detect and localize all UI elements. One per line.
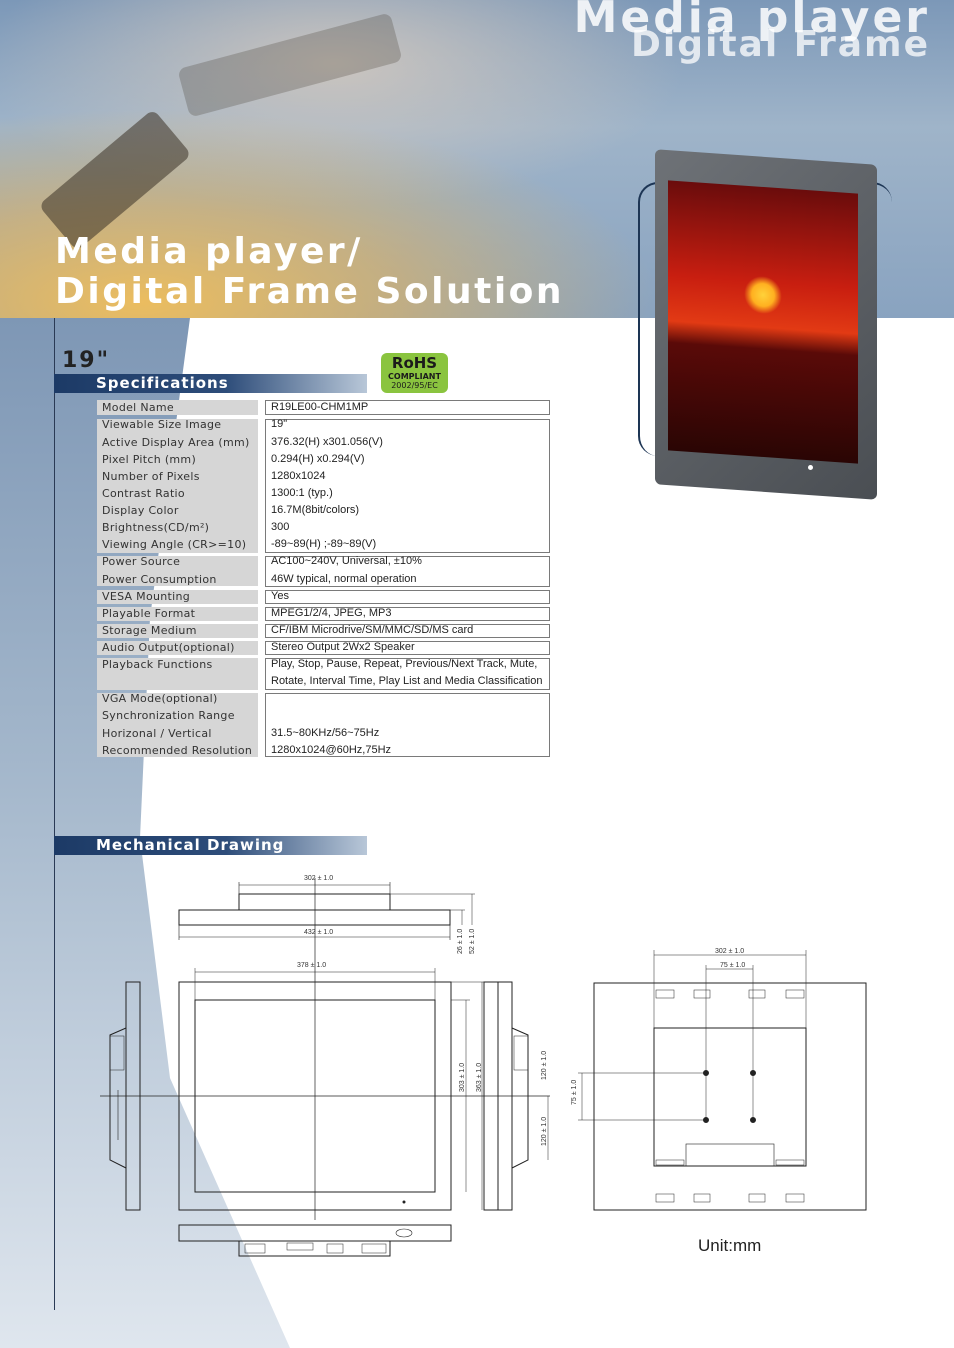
rohs-title: RoHS	[391, 354, 438, 372]
front-view: 378 ± 1.0 303 ± 1.0 363 ± 1.0	[100, 962, 550, 1211]
spec-label: Storage Medium	[102, 624, 197, 637]
rohs-code: 2002/95/EC	[391, 381, 438, 390]
mechanical-drawing: 302 ± 1.0 432 ± 1.0 26 ± 1.0 52 ± 1.0 37…	[0, 860, 954, 1280]
spec-label: Playback Functions	[102, 658, 213, 671]
spec-label: Power Consumption	[102, 573, 217, 586]
spec-value: Play, Stop, Pause, Repeat, Previous/Next…	[271, 658, 538, 670]
spec-label: VGA Mode(optional)	[102, 692, 218, 705]
header-subtitle: Digital Frame	[631, 24, 930, 65]
label-box	[97, 607, 258, 621]
bottom-view	[178, 1224, 452, 1257]
dim-front-height-b: 363 ± 1.0	[476, 1063, 483, 1092]
dim-back-vesa: 75 ± 1.0	[720, 962, 745, 969]
dim-front-width: 378 ± 1.0	[297, 962, 326, 969]
back-view: 302 ± 1.0 75 ± 1.0 75 ± 1.0	[571, 948, 867, 1211]
spec-value: 1300:1 (typ.)	[271, 487, 333, 499]
header-title: Media player	[573, 0, 930, 43]
value-box	[265, 641, 550, 655]
spec-label: Viewable Size Image	[102, 418, 222, 431]
drawing-svg: 302 ± 1.0 432 ± 1.0 26 ± 1.0 52 ± 1.0 37…	[100, 875, 867, 1257]
dim-top-overall: 432 ± 1.0	[304, 929, 333, 936]
mechanical-heading-bar: Mechanical Drawing	[54, 836, 367, 855]
label-box	[97, 641, 258, 655]
rohs-badge: RoHS COMPLIANT 2002/95/EC	[381, 353, 448, 393]
spec-label: Synchronization Range	[102, 709, 235, 722]
film-strip-graphic	[177, 12, 403, 118]
spec-value: 1280x1024@60Hz,75Hz	[271, 744, 392, 756]
spec-label: Number of Pixels	[102, 470, 200, 483]
dim-side-b: 120 ± 1.0	[541, 1117, 548, 1146]
value-box	[265, 419, 550, 553]
spec-value: 1280x1024	[271, 470, 326, 482]
product-size: 19"	[62, 348, 111, 373]
spec-label: Contrast Ratio	[102, 487, 185, 500]
dim-front-height-a: 303 ± 1.0	[459, 1063, 466, 1092]
label-box	[97, 419, 258, 553]
value-box	[265, 624, 550, 638]
spec-value: 376.32(H) x301.056(V)	[271, 436, 383, 448]
value-box	[265, 658, 550, 690]
label-box	[97, 556, 258, 586]
spec-value: MPEG1/2/4, JPEG, MP3	[271, 607, 392, 619]
spec-label: VESA Mounting	[102, 590, 191, 603]
headline: Media player/ Digital Frame Solution	[55, 232, 564, 312]
specifications-heading: Specifications	[96, 374, 229, 392]
spec-value: -89~89(H) ;-89~89(V)	[271, 538, 377, 550]
value-box	[265, 400, 550, 415]
headline-line-2: Digital Frame Solution	[55, 271, 565, 312]
spec-label: Pixel Pitch (mm)	[102, 453, 197, 466]
value-box	[265, 693, 550, 757]
dim-side-a: 120 ± 1.0	[541, 1051, 548, 1080]
spec-value: 0.294(H) x0.294(V)	[271, 453, 365, 465]
label-box	[97, 693, 258, 757]
spec-value: 16.7M(8bit/colors)	[271, 504, 360, 516]
mechanical-heading: Mechanical Drawing	[96, 836, 285, 854]
dim-back-width: 302 ± 1.0	[715, 948, 744, 955]
left-side-view	[109, 981, 141, 1211]
unit-label: Unit:mm	[698, 1236, 762, 1255]
spec-value: 19"	[271, 418, 288, 430]
product-photo	[638, 149, 892, 500]
spec-label: Power Source	[102, 555, 181, 568]
top-view: 302 ± 1.0 432 ± 1.0 26 ± 1.0 52 ± 1.0	[178, 875, 476, 1220]
dim-depth-a: 26 ± 1.0	[457, 929, 464, 954]
left-rule	[54, 318, 55, 1310]
dim-top-width: 302 ± 1.0	[304, 875, 333, 882]
label-box	[97, 658, 258, 690]
spec-label: Playable Format	[102, 607, 196, 620]
spec-label: Display Color	[102, 504, 179, 517]
spec-value: CF/IBM Microdrive/SM/MMC/SD/MS card	[271, 624, 474, 636]
spec-label: Audio Output(optional)	[102, 641, 235, 654]
monitor-screen-sunset	[668, 180, 858, 464]
spec-value: 46W typical, normal operation	[271, 573, 417, 585]
value-box	[265, 556, 550, 587]
dim-back-vesa-v: 75 ± 1.0	[571, 1080, 578, 1105]
spec-label: Model Name	[102, 401, 174, 414]
spec-value: Rotate, Interval Time, Play List and Med…	[271, 675, 543, 687]
power-led	[808, 465, 813, 470]
spec-label: Recommended Resolution	[102, 744, 253, 757]
film-strip-graphic	[38, 108, 192, 252]
specifications-heading-bar: Specifications	[54, 374, 367, 393]
label-box	[97, 400, 258, 415]
right-side-view: 120 ± 1.0 120 ± 1.0	[483, 981, 549, 1211]
spec-value: Yes	[271, 590, 289, 602]
rohs-compliant: COMPLIANT	[388, 372, 441, 381]
spec-value: R19LE00-CHM1MP	[271, 401, 369, 413]
label-box	[97, 624, 258, 638]
spec-value: Stereo Output 2Wx2 Speaker	[271, 641, 415, 653]
label-box	[97, 590, 258, 604]
spec-label: Viewing Angle (CR>=10)	[102, 538, 247, 551]
value-box	[265, 590, 550, 604]
spec-value: 31.5~80KHz/56~75Hz	[271, 727, 380, 739]
spec-label: Brightness(CD/m²)	[102, 521, 210, 534]
value-box	[265, 607, 550, 621]
dim-depth-b: 52 ± 1.0	[469, 929, 476, 954]
spec-label: Active Display Area (mm)	[102, 436, 250, 449]
spec-value: AC100~240V, Universal, ±10%	[271, 555, 422, 567]
spec-label: Horizonal / Vertical	[102, 727, 212, 740]
headline-line-1: Media player/	[55, 231, 363, 272]
spec-value: 300	[271, 521, 290, 533]
